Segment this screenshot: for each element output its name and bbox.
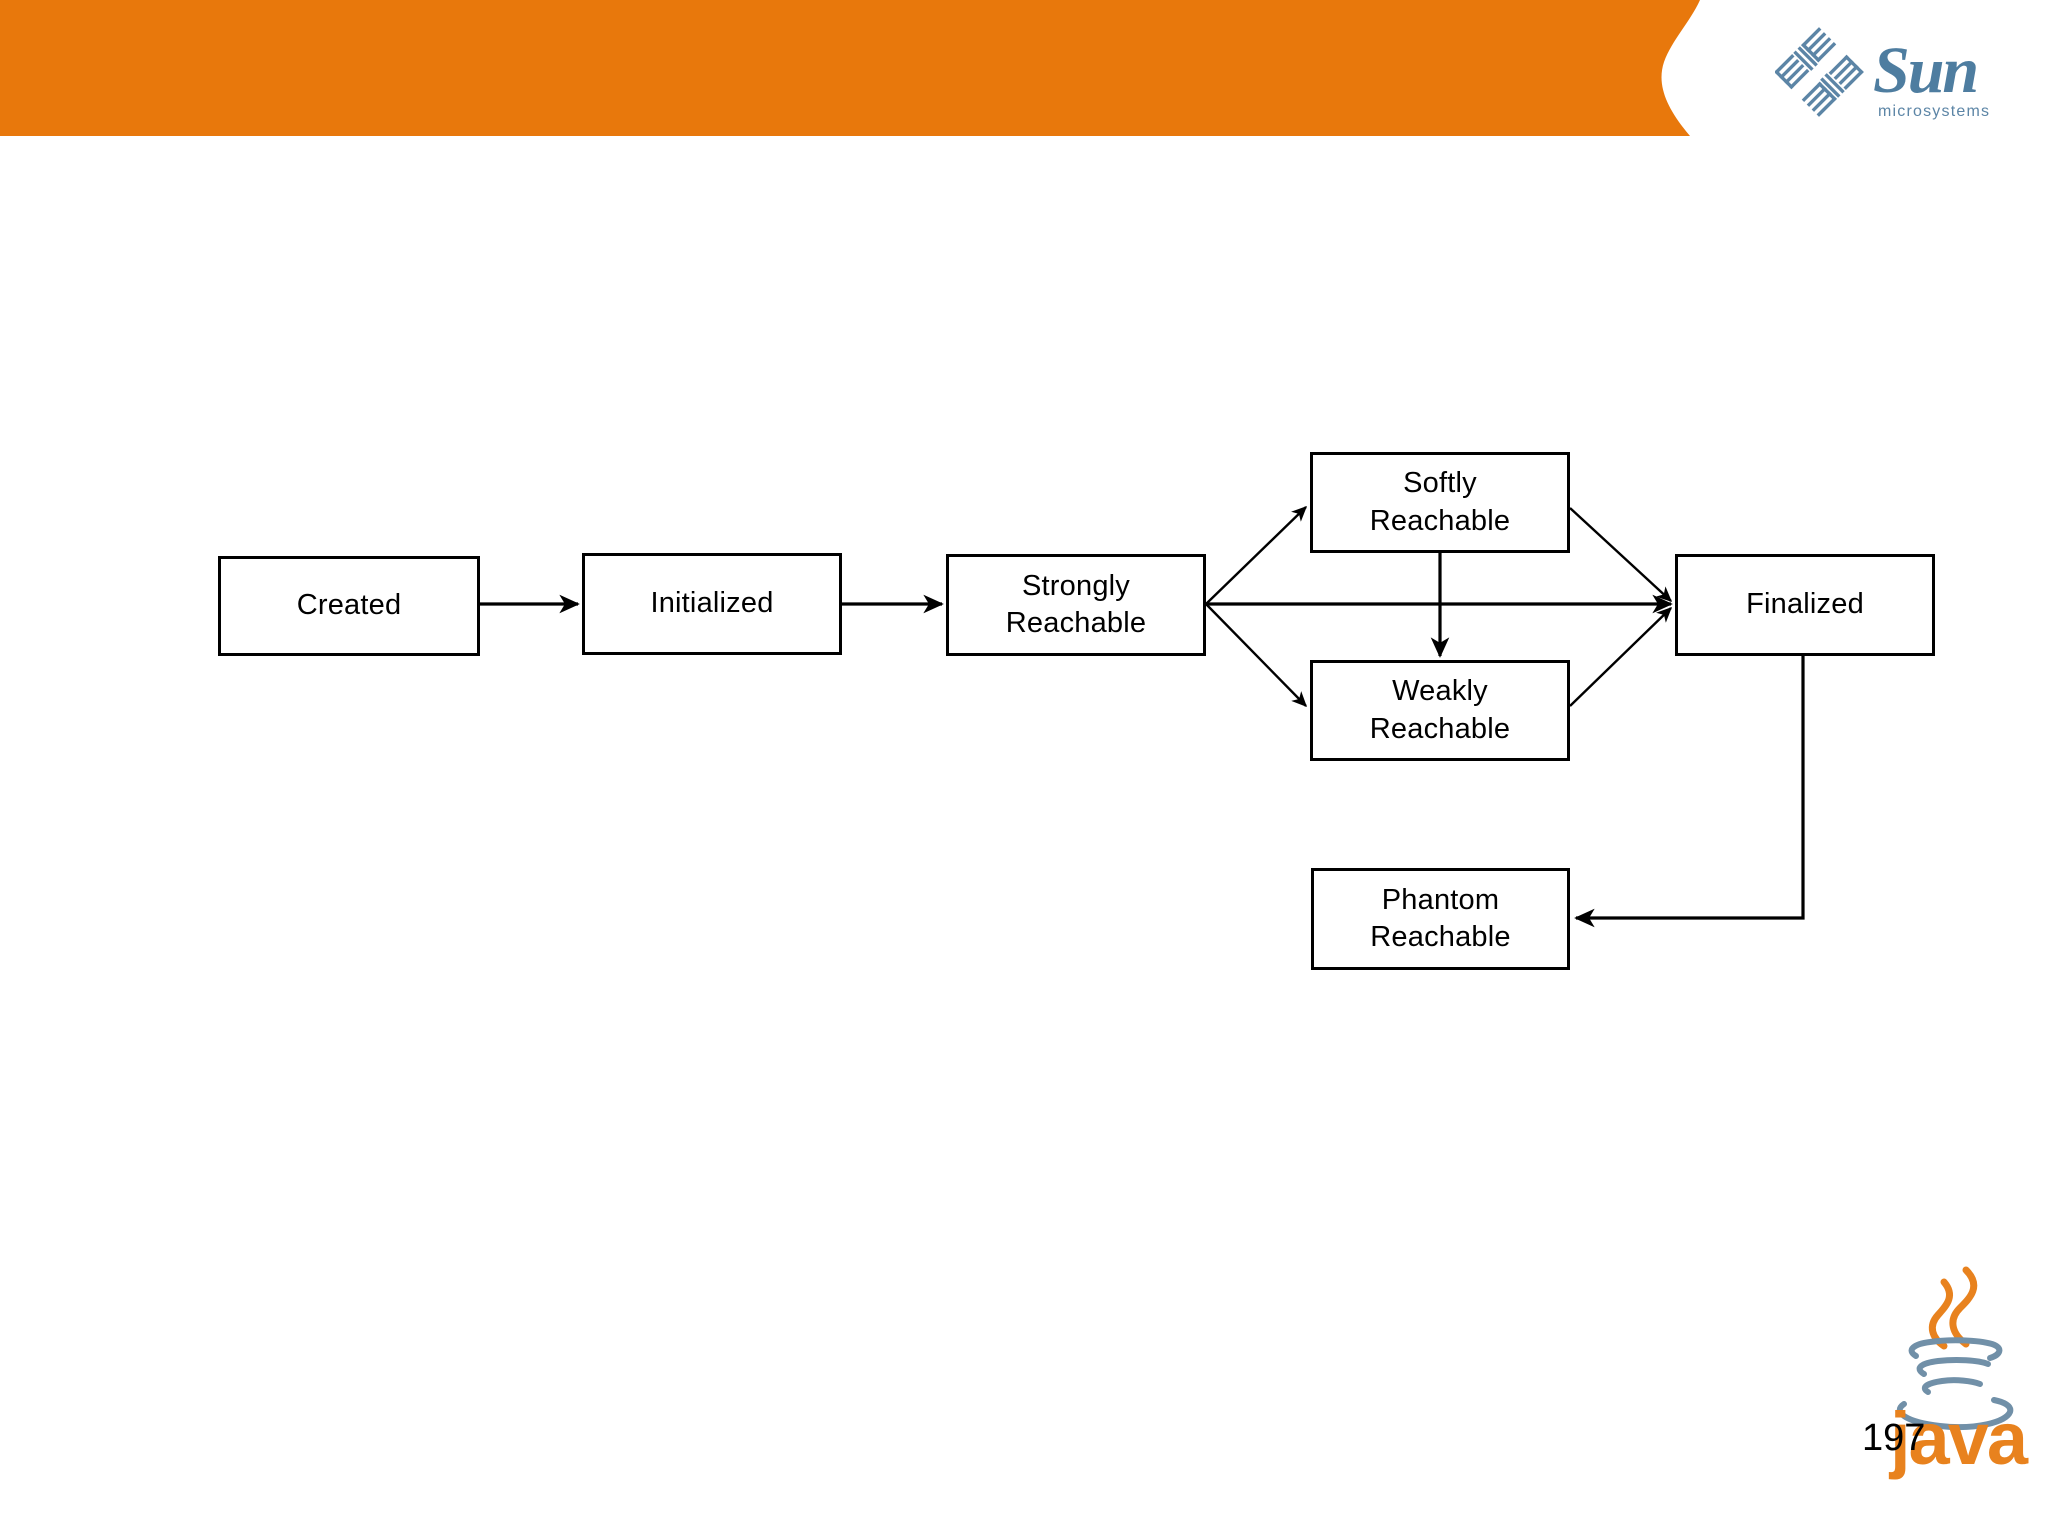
state-label-line-1: Phantom <box>1381 883 1500 916</box>
edge-softly-to-finalized <box>1569 507 1673 602</box>
edge-strongly-to-softly <box>1205 506 1308 605</box>
java-wordmark: java <box>1888 1397 2029 1480</box>
state-node-finalized[interactable]: Finalized <box>1675 554 1935 656</box>
state-label-line-2: Reachable <box>1005 607 1147 639</box>
edge-weakly-to-finalized <box>1569 607 1673 707</box>
state-label: Initialized <box>650 587 774 620</box>
state-label-line-1: Weakly <box>1392 675 1488 708</box>
state-label-line-2: Reachable <box>1369 712 1511 745</box>
state-node-strongly-reachable[interactable]: Strongly Reachable <box>946 554 1206 656</box>
sun-wordmark: Sun <box>1873 34 1977 107</box>
state-node-created[interactable]: Created <box>218 556 480 656</box>
sun-logo: Sun microsystems <box>1775 27 1990 120</box>
state-node-initialized[interactable]: Initialized <box>582 553 842 655</box>
state-label-line-2: Reachable <box>1369 504 1511 537</box>
state-label: Created <box>296 589 402 622</box>
java-logo: java <box>1888 1266 2031 1480</box>
state-node-phantom-reachable[interactable]: Phantom Reachable <box>1311 868 1570 970</box>
java-steam-icon <box>1928 1266 1978 1350</box>
page-number: 197 <box>1862 1417 1926 1459</box>
state-label: Finalized <box>1746 588 1864 621</box>
edge-finalized-to-phantom <box>1574 656 1805 928</box>
sun-tagline: microsystems <box>1878 103 1990 120</box>
java-cup-icon <box>1896 1337 2014 1430</box>
state-label-line-2: Reachable <box>1370 921 1511 953</box>
header-banner-shape <box>0 0 1700 136</box>
sun-glyph-icon <box>1775 27 1864 117</box>
header-banner <box>0 0 1700 136</box>
state-label-line-1: Softly <box>1403 467 1477 500</box>
state-node-softly-reachable[interactable]: Softly Reachable <box>1310 452 1570 553</box>
state-node-weakly-reachable[interactable]: Weakly Reachable <box>1310 660 1570 761</box>
state-label-line-1: Strongly <box>1022 569 1130 602</box>
edge-strongly-to-weakly <box>1205 603 1307 707</box>
